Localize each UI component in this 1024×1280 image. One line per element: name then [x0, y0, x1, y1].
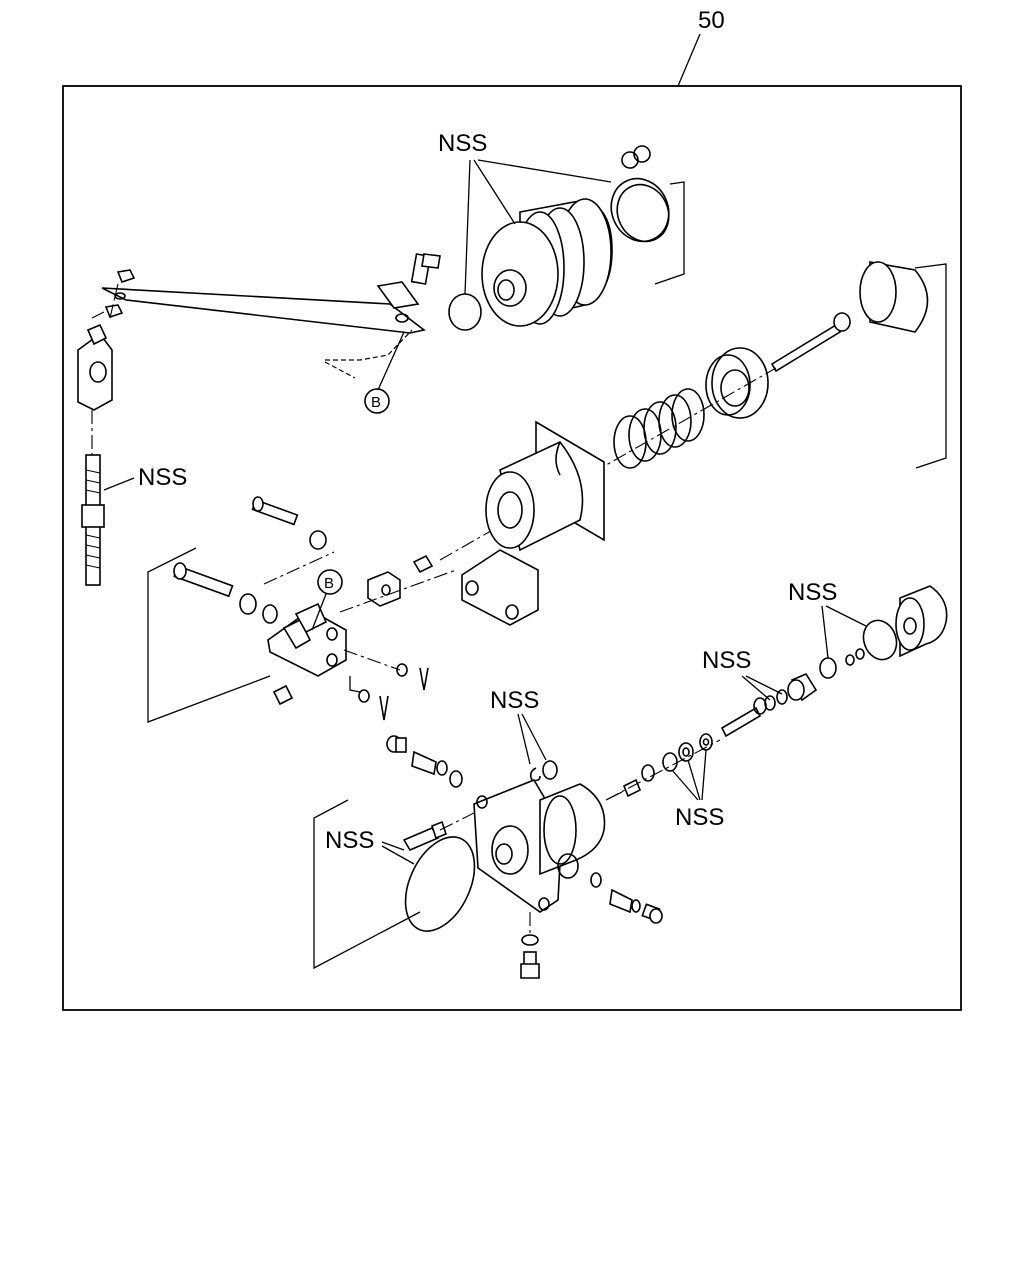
centerline-washer	[343, 649, 401, 671]
cylinder-body	[485, 420, 605, 552]
bracket-upper	[654, 181, 685, 285]
diagram-frame	[62, 85, 962, 1011]
spring-seat	[705, 347, 769, 419]
bracket-left	[147, 547, 271, 723]
nss-valve-upper-leader-2	[745, 675, 783, 695]
bushing-lower-1	[239, 593, 257, 615]
o-ring-valve-2	[776, 689, 788, 705]
return-spring	[613, 388, 705, 469]
centerline-nut	[109, 283, 119, 319]
centerline-pin	[263, 551, 335, 585]
centerline-flange	[439, 811, 477, 831]
centerline-main-axis	[439, 367, 777, 561]
pin-upper	[251, 496, 299, 526]
nss-right-ring-leader-2	[825, 605, 867, 627]
o-ring-upper	[448, 293, 482, 331]
lever-dashed-link	[325, 329, 413, 361]
lever-plate	[101, 281, 426, 334]
nss-valve-lower-label: NSS	[675, 804, 724, 831]
nut-yoke	[272, 684, 294, 706]
bushing-upper	[309, 530, 327, 550]
ref-b-upper: B	[371, 394, 381, 411]
nss-valve-lower-leader-1	[671, 769, 699, 801]
bracket-right	[914, 263, 947, 469]
ref-b-lower-leader	[311, 593, 327, 631]
flange-gasket	[404, 836, 476, 932]
ref-b-upper-circle	[364, 388, 390, 414]
nss-valve-upper-label: NSS	[702, 647, 751, 674]
lower-fitting-left	[411, 750, 448, 776]
right-end-cap	[895, 585, 948, 658]
callout-leader	[677, 33, 701, 87]
yoke-clevis	[267, 602, 347, 677]
washer-lower-left	[449, 770, 463, 788]
clevis-rod-end	[77, 311, 113, 411]
nut-top-left	[104, 269, 136, 318]
small-nut-mid	[412, 554, 434, 574]
nss-center-leader-1	[517, 713, 531, 765]
small-pin-right	[845, 648, 865, 666]
dust-cup	[859, 261, 929, 333]
nut-center	[542, 760, 558, 780]
nss-center-label: NSS	[490, 687, 539, 714]
ref-b-upper-leader	[377, 331, 405, 391]
upper-cylinder-housing	[481, 198, 613, 327]
ref-b-lower-circle	[317, 569, 343, 595]
washer-2	[358, 689, 370, 703]
nss-valve-lower-leader-3	[701, 749, 707, 801]
ref-b-lower: B	[324, 575, 334, 592]
piston-rod	[770, 312, 851, 373]
nss-bottom-left-leader-1	[381, 841, 405, 851]
lever-dashed-link-2	[324, 361, 356, 379]
lever-bolt	[410, 253, 441, 285]
lower-cylinder-body	[539, 783, 606, 879]
nss-bottom-left-leader-2	[381, 845, 415, 865]
o-ring-lower	[641, 764, 655, 782]
centerline-yoke	[339, 569, 457, 613]
bolt-bottom	[520, 951, 540, 979]
nss-right-ring-leader-1	[821, 605, 829, 659]
pin-lower	[173, 562, 234, 598]
o-ring-right-small	[819, 657, 837, 679]
bushing-lower-2	[262, 604, 278, 624]
washer-1	[396, 663, 408, 677]
washer-bottom	[521, 934, 539, 946]
bracket-lower-left	[313, 799, 421, 970]
lower-fitting-right	[609, 888, 641, 914]
nss-top-leader-1	[464, 159, 471, 295]
washer-lower-right	[590, 872, 602, 888]
nss-center-leader-2	[521, 713, 547, 761]
nss-left-label: NSS	[138, 464, 187, 491]
threaded-push-rod	[81, 454, 105, 586]
valve-plug	[787, 672, 818, 702]
lower-bleeder-cap	[386, 735, 407, 753]
cotter-pin-1	[419, 667, 429, 691]
mounting-bracket	[461, 549, 539, 626]
snap-ring	[610, 145, 670, 243]
centerline-lower-axis	[605, 739, 721, 801]
o-ring-valve-1	[764, 695, 776, 711]
small-block	[367, 571, 401, 607]
nss-top-label: NSS	[438, 130, 487, 157]
nss-valve-lower-leader-2	[687, 759, 701, 801]
cotter-pin-2	[379, 695, 389, 721]
nss-top-leader-2	[473, 159, 516, 225]
nss-top-leader-3	[477, 159, 612, 183]
flange-bolt	[402, 820, 447, 852]
nss-valve-upper-leader-1	[741, 675, 771, 701]
o-ring-right-large	[862, 619, 898, 661]
valve-spool	[720, 697, 767, 738]
nss-bottom-left-label: NSS	[325, 827, 374, 854]
c-clip	[529, 767, 541, 782]
callout-number: 50	[698, 7, 725, 34]
nss-left-leader	[103, 477, 135, 491]
washer-leader	[349, 676, 361, 693]
lower-bleeder-cap-right	[641, 903, 663, 924]
nss-right-ring-label: NSS	[788, 579, 837, 606]
